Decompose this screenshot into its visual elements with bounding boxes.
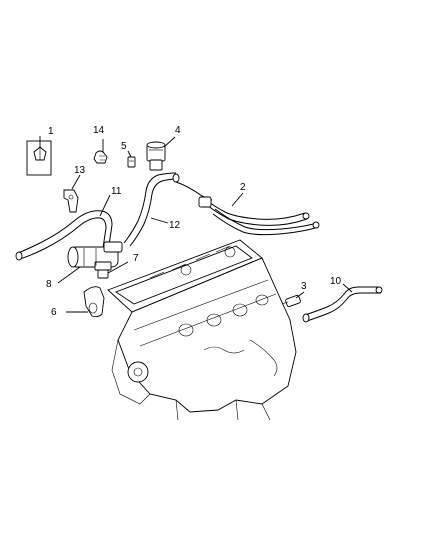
callout-3: 3	[301, 281, 307, 292]
part-6-mount	[66, 286, 105, 318]
part-5-sensor	[127, 150, 136, 168]
callout-11: 11	[111, 186, 122, 197]
callout-8: 8	[46, 279, 52, 290]
part-1-clip	[26, 136, 52, 176]
callout-10: 10	[330, 276, 342, 287]
engine-block	[107, 239, 297, 421]
part-2-pipes	[175, 181, 320, 236]
part-12-hose	[123, 172, 180, 247]
callout-6: 6	[51, 307, 57, 318]
callout-2: 2	[240, 182, 246, 193]
part-10-hose	[302, 283, 383, 323]
part-7-connector	[97, 261, 129, 279]
callout-13: 13	[74, 165, 86, 176]
part-8-pump	[57, 241, 123, 284]
callout-14: 14	[93, 125, 105, 136]
part-3-fitting	[281, 291, 305, 308]
callout-7: 7	[133, 253, 139, 264]
callout-12: 12	[169, 220, 181, 231]
callout-4: 4	[175, 125, 181, 136]
part-14-bracket	[93, 139, 108, 164]
callout-5: 5	[121, 141, 127, 152]
part-4-valve	[146, 136, 176, 171]
part-11-hose	[15, 194, 113, 261]
part-13-bracket	[63, 174, 81, 213]
callout-1: 1	[48, 126, 54, 137]
